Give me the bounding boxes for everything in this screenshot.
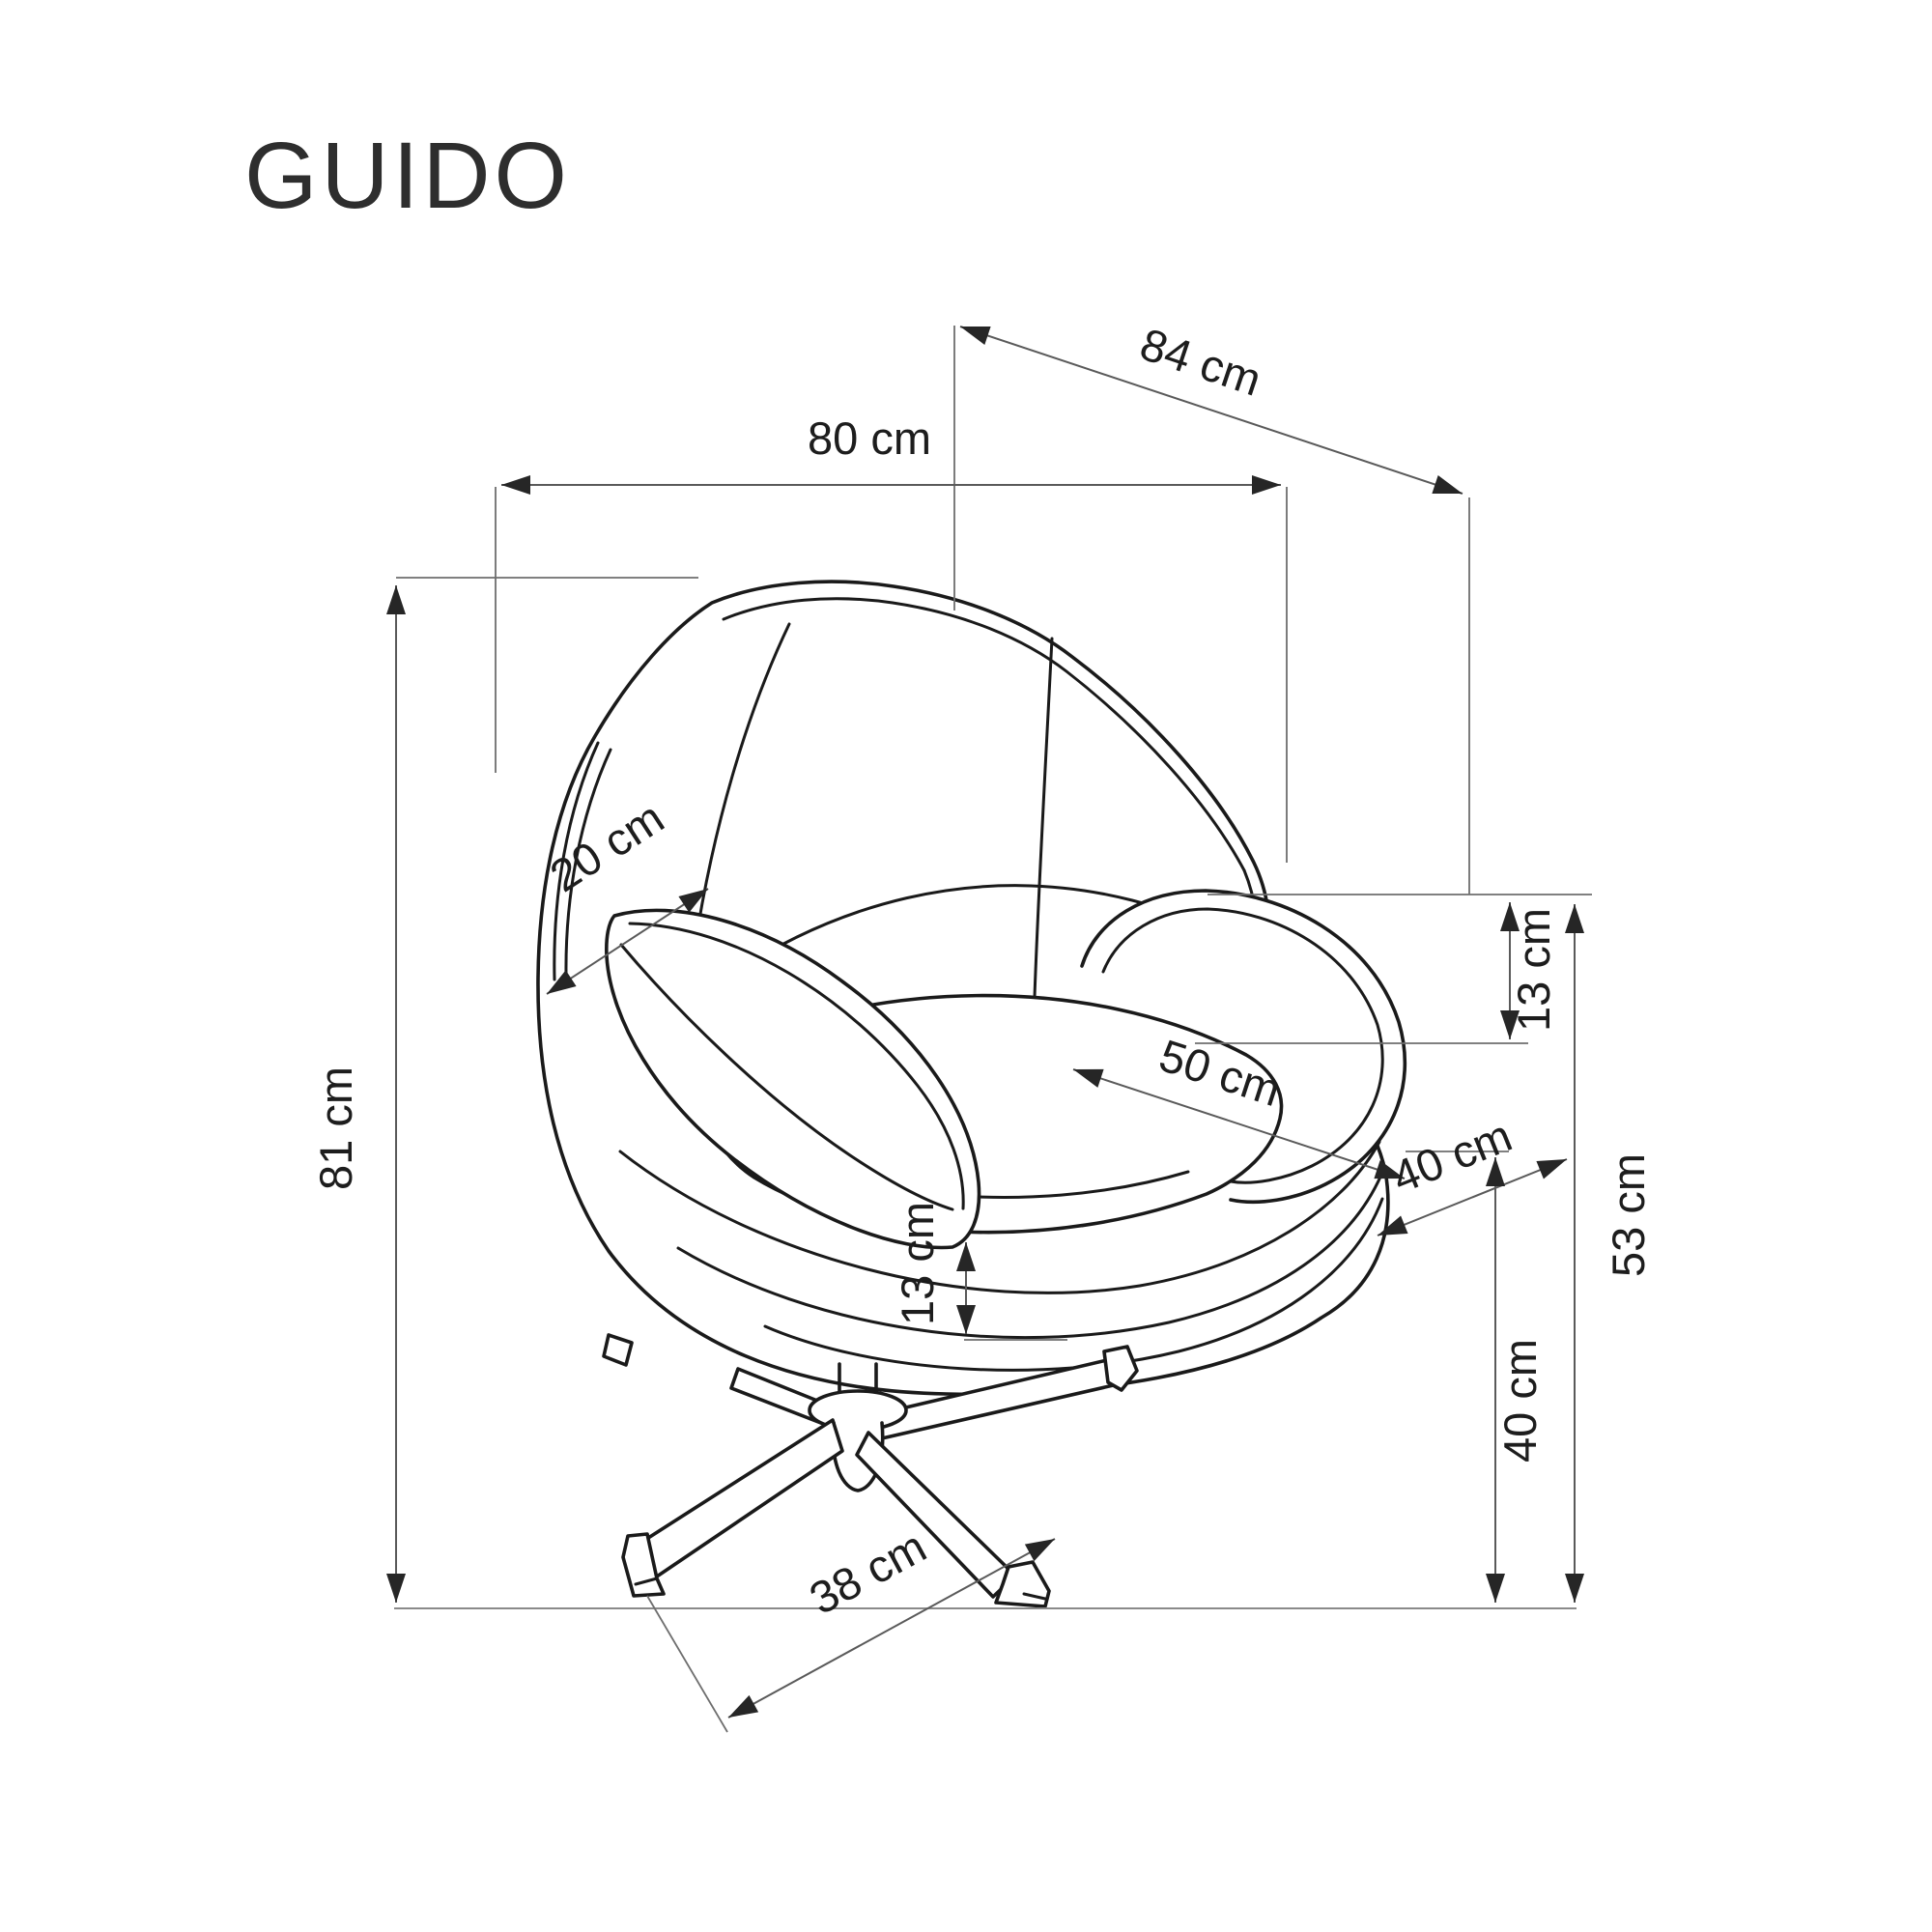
dimension-84cm-label: 84 cm — [1134, 318, 1267, 406]
dimension-40cm-seat-depth-label: 40 cm — [1385, 1109, 1520, 1203]
foot-front-left-notch — [634, 1577, 659, 1586]
dimension-40cm-seat-height-label: 40 cm — [1494, 1339, 1546, 1463]
dimension-53cm-label: 53 cm — [1603, 1153, 1654, 1277]
bowl-seam-2 — [676, 1173, 1383, 1340]
dimension-84cm: 84 cm — [959, 318, 1463, 495]
dimension-40cm-seat-height: 40 cm — [1486, 1157, 1546, 1603]
dimension-81cm-label: 81 cm — [310, 1066, 361, 1190]
dimension-13cm-armrest-label: 13 cm — [1508, 908, 1559, 1032]
bowl-tab — [602, 1333, 634, 1367]
dimension-38cm: 38 cm — [727, 1520, 1056, 1719]
left-armrest-seam-1 — [628, 922, 965, 1210]
bowl-seam-1 — [618, 1140, 1381, 1294]
dimension-53cm: 53 cm — [1565, 904, 1654, 1603]
foot-back-right — [1102, 1345, 1139, 1392]
dimension-40cm-seat-depth: 40 cm — [1377, 1109, 1568, 1236]
dimension-80cm: 80 cm — [501, 412, 1281, 495]
page-title: GUIDO — [244, 123, 571, 228]
bowl-seam-3 — [763, 1197, 1384, 1372]
dimension-80cm-label: 80 cm — [808, 412, 931, 464]
dimension-13cm-cushion-label: 13 cm — [892, 1202, 943, 1325]
dimension-13cm-armrest: 13 cm — [1500, 902, 1559, 1039]
dimension-81cm: 81 cm — [310, 585, 406, 1603]
dimension-13cm-cushion: 13 cm — [892, 1202, 976, 1334]
leg-front-left — [643, 1418, 844, 1580]
extension-lines — [396, 326, 1592, 1733]
back-rim-seam — [722, 597, 1246, 872]
left-armrest-cushion — [605, 908, 981, 1250]
back-center-seam — [1033, 637, 1054, 999]
left-armrest-seam-2 — [619, 943, 954, 1211]
